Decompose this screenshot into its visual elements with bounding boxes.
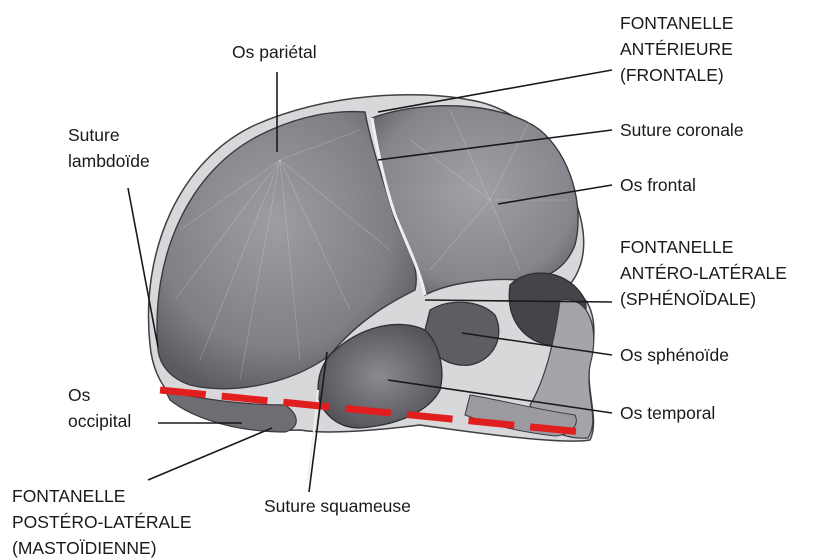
label-os-frontal: Os frontal	[620, 175, 696, 195]
label-suture-lambdoide-1: Suture	[68, 125, 120, 145]
label-os-temporal: Os temporal	[620, 403, 715, 423]
label-fontanelle-postero-laterale-3: (MASTOÏDIENNE)	[12, 538, 157, 558]
label-fontanelle-anterieure-1: FONTANELLE	[620, 13, 733, 33]
label-suture-coronale: Suture coronale	[620, 120, 744, 140]
label-suture-squameuse: Suture squameuse	[264, 496, 411, 516]
label-fontanelle-postero-laterale-2: POSTÉRO-LATÉRALE	[12, 512, 192, 532]
label-fontanelle-anterieure-2: ANTÉRIEURE	[620, 39, 733, 59]
label-fontanelle-anterieure-3: (FRONTALE)	[620, 65, 724, 85]
label-suture-lambdoide-2: lambdoïde	[68, 151, 150, 171]
label-os-parietal: Os pariétal	[232, 42, 317, 62]
label-fontanelle-postero-laterale-1: FONTANELLE	[12, 486, 125, 506]
label-os-occipital-1: Os	[68, 385, 91, 405]
leader-fontanelle-anterieure	[378, 70, 612, 112]
label-os-occipital-2: occipital	[68, 411, 131, 431]
leader-fontanelle-postero-laterale	[148, 428, 272, 480]
label-fontanelle-antero-laterale-1: FONTANELLE	[620, 237, 733, 257]
label-os-sphenoide: Os sphénoïde	[620, 345, 729, 365]
label-fontanelle-antero-laterale-2: ANTÉRO-LATÉRALE	[620, 263, 787, 283]
label-fontanelle-antero-laterale-3: (SPHÉNOÏDALE)	[620, 289, 756, 309]
